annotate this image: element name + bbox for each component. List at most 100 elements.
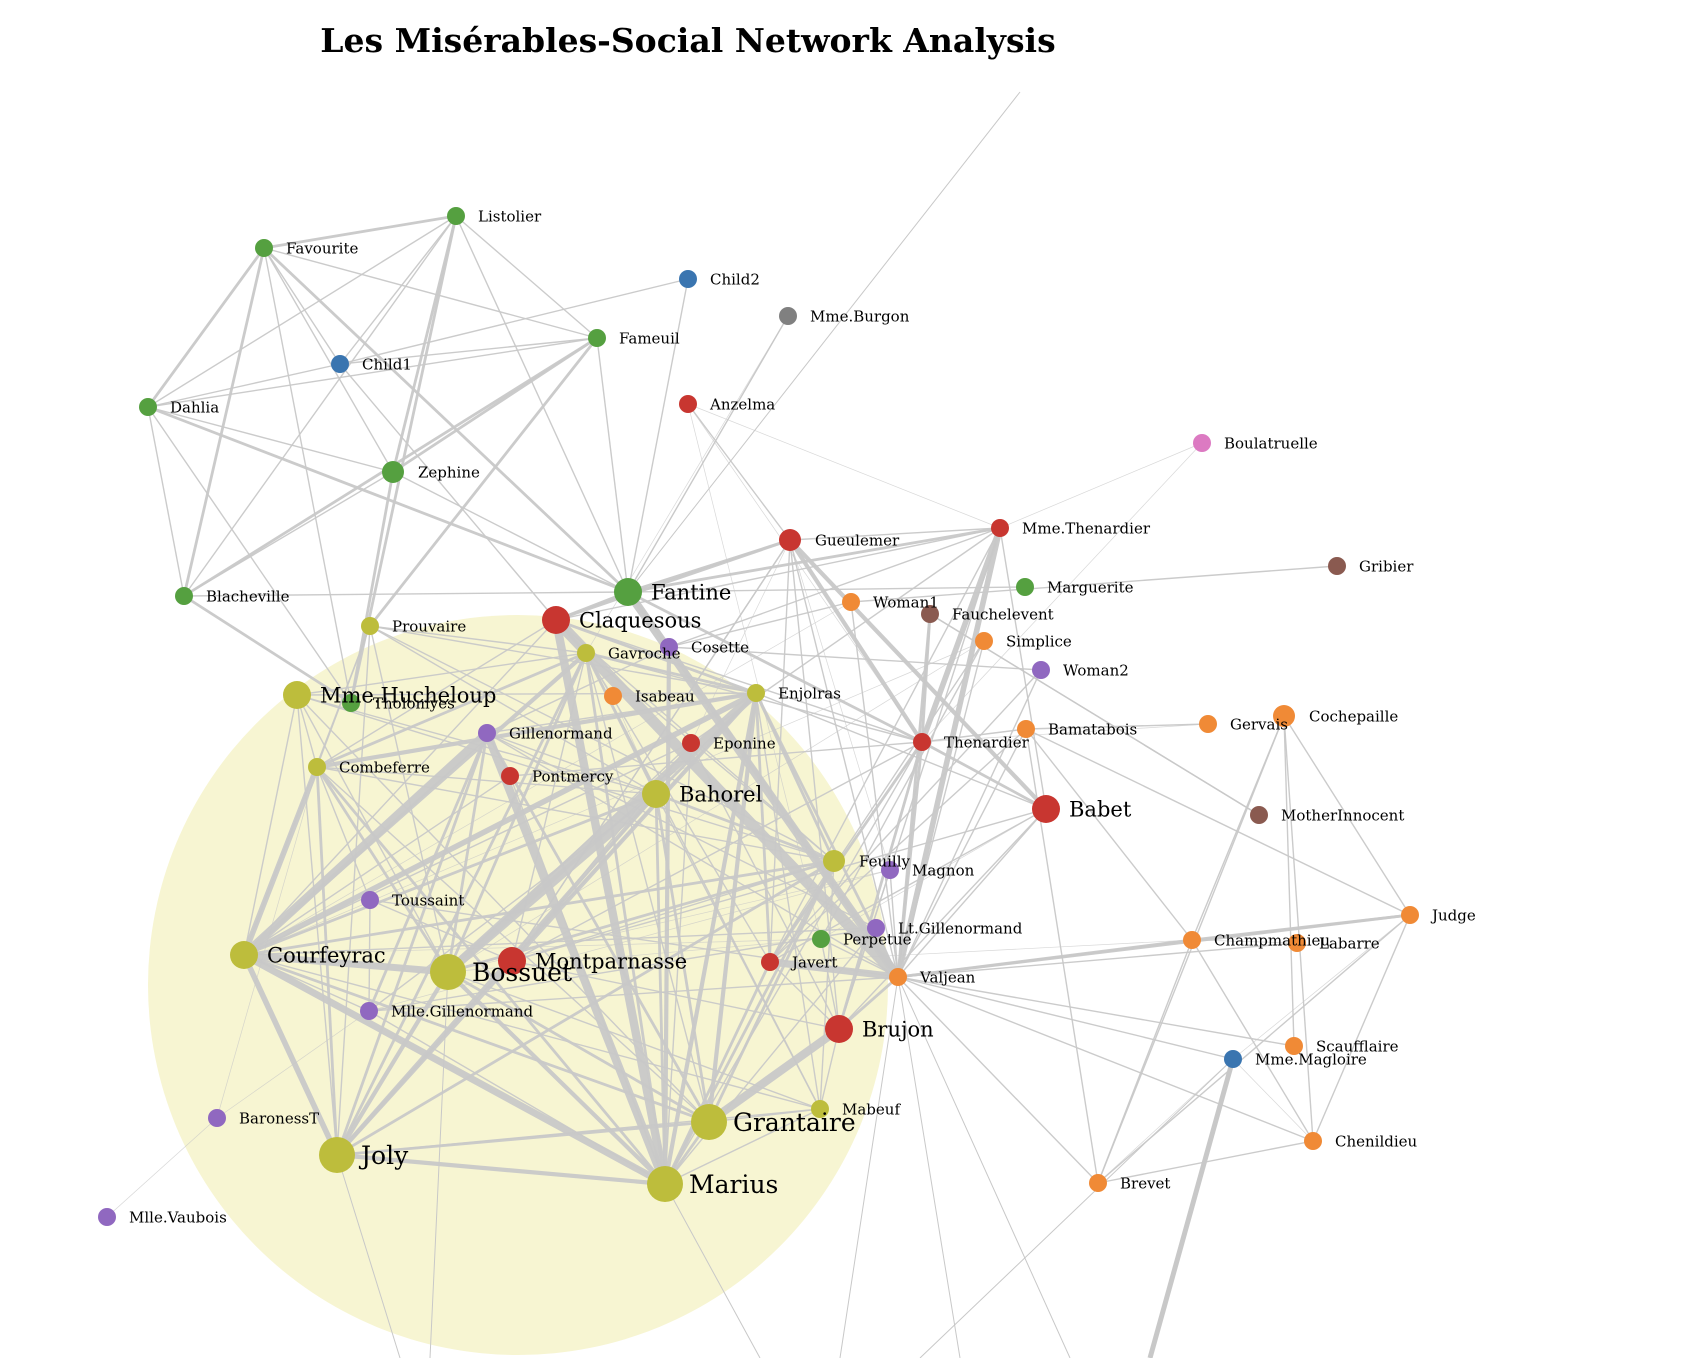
node-Gillenormand[interactable] [478, 724, 496, 742]
edge-Enjolras-Grantaire [706, 692, 759, 1123]
node-Chenildieu[interactable] [1304, 1132, 1322, 1150]
node-Marius[interactable] [647, 1166, 683, 1202]
node-Claquesous[interactable] [542, 606, 570, 634]
edge-Brujon-Magnon [838, 869, 891, 1030]
edge-Child1-Child2 [339, 278, 689, 365]
node-Gribier[interactable] [1328, 557, 1346, 575]
node-Javert[interactable] [761, 953, 779, 971]
node-Woman1[interactable] [842, 593, 860, 611]
node-Listolier[interactable] [447, 207, 465, 225]
node-Lt.Gillenormand[interactable] [867, 919, 885, 937]
edge-Gavroche-Enjolras [585, 651, 757, 695]
node-Mme.Hucheloup[interactable] [283, 681, 311, 709]
node-Isabeau[interactable] [604, 687, 622, 705]
edge-Gueulemer-Brujon [789, 539, 840, 1030]
node-Courfeyrac[interactable] [230, 941, 258, 969]
node-Champmathieu[interactable] [1183, 931, 1201, 949]
node-Bamatabois[interactable] [1017, 720, 1035, 738]
node-Mme.Burgon[interactable] [779, 307, 797, 325]
edge-Favourite-Dahlia [146, 247, 266, 408]
node-MotherInnocent[interactable] [1250, 806, 1268, 824]
node-Feuilly[interactable] [823, 850, 845, 872]
node-Gavroche[interactable] [577, 644, 595, 662]
node-Mme.Magloire[interactable] [1224, 1050, 1242, 1068]
node-Child2[interactable] [679, 270, 697, 288]
edge-Woman2-Valjean [897, 669, 1042, 978]
edge-Zephine-Tholomyes [349, 471, 395, 704]
edge-Pontmercy-Thenardier [509, 741, 923, 777]
node-Favourite[interactable] [255, 239, 273, 257]
edge-Child1-Claquesous [339, 363, 557, 621]
node-Blacheville[interactable] [175, 587, 193, 605]
node-label-Listolier: Listolier [478, 207, 542, 225]
node-Fantine[interactable] [614, 578, 642, 606]
node-Gueulemer[interactable] [779, 529, 801, 551]
node-Joly[interactable] [319, 1137, 355, 1173]
edge-Woman2-Javert [769, 669, 1042, 963]
edge-Thenardier-Valjean [896, 741, 924, 978]
node-Child1[interactable] [331, 355, 349, 373]
node-Montparnasse[interactable] [498, 947, 526, 975]
edge-Grantaire-Mabeuf [708, 1108, 821, 1123]
edge-Judge-Brevet [1097, 914, 1411, 1184]
node-Marguerite[interactable] [1016, 578, 1034, 596]
edge-Listolier-Fantine [455, 215, 629, 593]
node-Anzelma[interactable] [679, 395, 697, 413]
edge-Valjean-Labarre [897, 942, 1298, 978]
edge-Gillenormand-Bossuet [446, 732, 489, 973]
node-Prouvaire[interactable] [361, 617, 379, 635]
edge-Gueulemer-Javert [769, 539, 791, 963]
node-label-Scaufflaire: Scaufflaire [1316, 1037, 1399, 1055]
node-Pontmercy[interactable] [501, 767, 519, 785]
node-Cosette[interactable] [660, 638, 678, 656]
node-Mabeuf[interactable] [811, 1100, 829, 1118]
node-Grantaire[interactable] [691, 1104, 727, 1140]
node-Dahlia[interactable] [139, 398, 157, 416]
edge-Feuilly-Mabeuf [819, 860, 835, 1110]
node-Simplice[interactable] [975, 632, 993, 650]
node-Bossuet[interactable] [430, 954, 466, 990]
edge-Simplice-Bossuet [447, 640, 985, 973]
node-Mme.Thenardier[interactable] [991, 519, 1009, 537]
node-Bahorel[interactable] [642, 780, 670, 808]
node-Enjolras[interactable] [747, 684, 765, 702]
edge-Enjolras-Courfeyrac [242, 690, 758, 958]
edge-Bahorel-Courfeyrac [243, 792, 657, 957]
node-Scaufflaire[interactable] [1285, 1037, 1303, 1055]
node-Labarre[interactable] [1288, 934, 1306, 952]
node-label-Cochepaille: Cochepaille [1309, 707, 1398, 725]
node-Fameuil[interactable] [588, 329, 606, 347]
edge-Mme.Hucheloup-Courfeyrac [243, 694, 298, 956]
node-Combeferre[interactable] [308, 758, 326, 776]
node-label-Champmathieu: Champmathieu [1214, 931, 1330, 949]
edge-Listolier-Fameuil [455, 215, 598, 339]
node-Zephine[interactable] [382, 461, 404, 483]
edge-Cosette-Woman2 [668, 646, 1042, 671]
edge-Anzelma-Thenardier [687, 403, 923, 743]
node-Brujon[interactable] [825, 1015, 853, 1043]
edge-Chenildieu-Brevet [1097, 1140, 1314, 1184]
node-Brevet[interactable] [1089, 1174, 1107, 1192]
edge-Valjean-Brevet [897, 976, 1099, 1184]
edge-Gillenormand-Enjolras [486, 692, 757, 734]
edge-Gueulemer-Magnon [789, 539, 891, 871]
node-Valjean[interactable] [889, 968, 907, 986]
edge-Eponine-Courfeyrac [243, 742, 692, 956]
node-Mlle.Vaubois[interactable] [98, 1208, 116, 1226]
node-BaronessT[interactable] [208, 1109, 226, 1127]
node-Magnon[interactable] [881, 861, 899, 879]
node-Babet[interactable] [1032, 795, 1060, 823]
node-Gervais[interactable] [1199, 715, 1217, 733]
node-Tholomyes[interactable] [342, 694, 360, 712]
node-Thenardier[interactable] [913, 733, 931, 751]
node-Boulatruelle[interactable] [1193, 434, 1211, 452]
node-Eponine[interactable] [682, 734, 700, 752]
node-Mlle.Gillenormand[interactable] [360, 1002, 378, 1020]
node-Woman2[interactable] [1032, 661, 1050, 679]
edge-Anzelma-Mme.Thenardier [687, 403, 1001, 529]
node-Perpetue[interactable] [812, 930, 830, 948]
node-Cochepaille[interactable] [1273, 705, 1295, 727]
node-Judge[interactable] [1401, 906, 1419, 924]
node-Toussaint[interactable] [361, 891, 379, 909]
node-Fauchelevent[interactable] [921, 605, 939, 623]
